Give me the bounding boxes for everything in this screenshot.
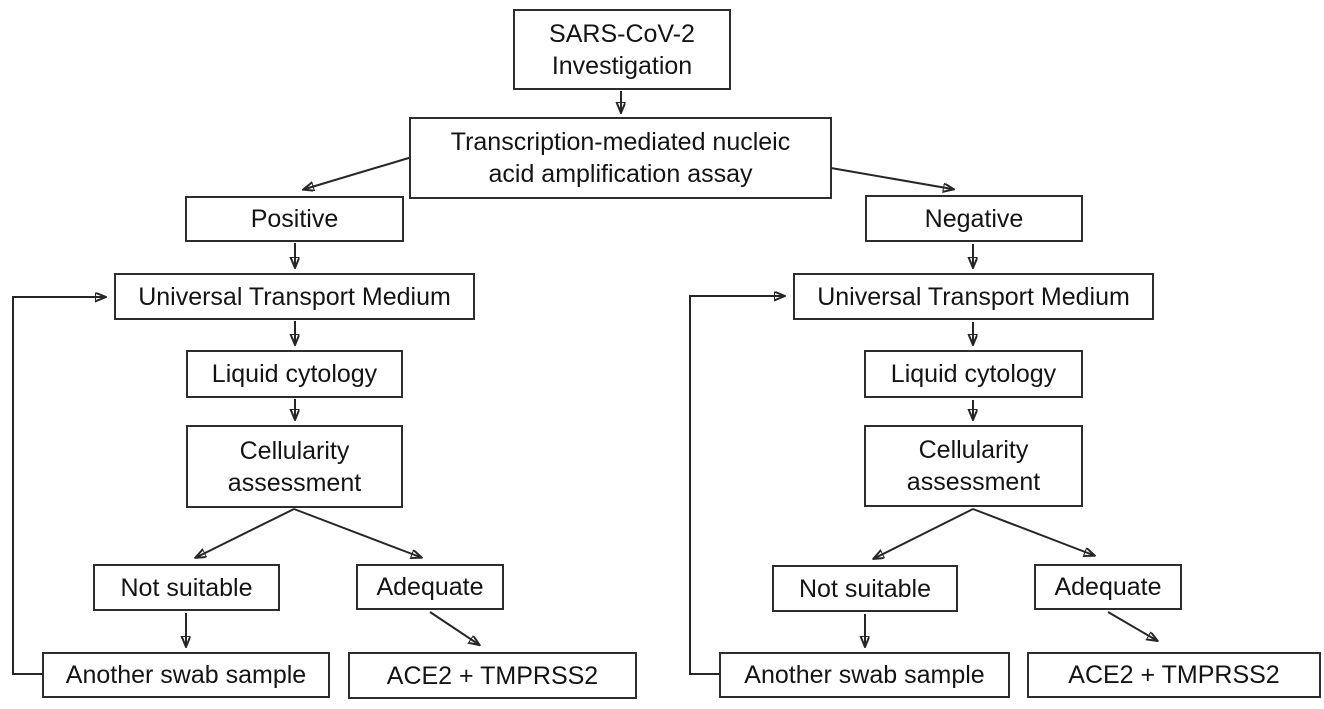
node-liquid-cytology-right: Liquid cytology [864, 350, 1083, 398]
edge-swab-utm-feedback-left [12, 297, 104, 675]
edge-adequate-ace2-left [429, 611, 478, 644]
node-adequate-left: Adequate [356, 564, 504, 610]
node-not-suitable-right: Not suitable [772, 565, 958, 612]
edge-adequate-ace2-right [1107, 611, 1156, 640]
node-ace2-tmprss2-right: ACE2 + TMPRSS2 [1027, 652, 1321, 698]
node-another-swab-left: Another swab sample [42, 652, 330, 698]
edge-cellularity-notsuitable-right [875, 508, 974, 558]
node-adequate-right: Adequate [1034, 564, 1182, 610]
edge-cellularity-adequate-right [972, 508, 1093, 555]
edge-assay-positive [305, 156, 413, 189]
node-cellularity-left: Cellularity assessment [186, 425, 403, 508]
node-another-swab-right: Another swab sample [719, 652, 1010, 698]
node-ace2-tmprss2-left: ACE2 + TMPRSS2 [348, 652, 637, 699]
node-negative: Negative [865, 195, 1083, 242]
edge-swab-utm-feedback-right [689, 296, 783, 675]
node-utm-left: Universal Transport Medium [114, 273, 475, 320]
node-utm-right: Universal Transport Medium [793, 273, 1154, 320]
node-liquid-cytology-left: Liquid cytology [186, 350, 403, 398]
edge-assay-negative [830, 167, 952, 189]
node-assay: Transcription-mediated nucleic acid ampl… [409, 117, 832, 199]
node-positive: Positive [185, 196, 404, 242]
edge-cellularity-notsuitable-left [197, 508, 295, 557]
node-root: SARS-CoV-2 Investigation [513, 9, 731, 90]
edge-cellularity-adequate-left [293, 508, 420, 557]
node-not-suitable-left: Not suitable [93, 564, 280, 611]
node-cellularity-right: Cellularity assessment [864, 425, 1083, 507]
